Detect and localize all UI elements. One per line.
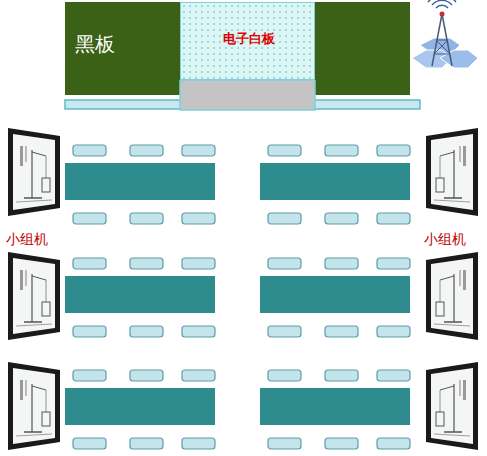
- blackboard-base: [65, 78, 420, 110]
- group-monitors: [8, 128, 478, 450]
- board-label: 电子白板: [223, 31, 275, 47]
- group-computer-label: 小组机: [6, 231, 48, 248]
- electronic-whiteboard: 电子白板: [180, 2, 315, 80]
- tables: [65, 145, 410, 449]
- wireless-tower: [412, 0, 478, 68]
- group-computer-label: 小组机: [424, 231, 466, 248]
- blackboard: 黑板 电子白板: [65, 2, 410, 80]
- board-label: 黑板: [75, 32, 115, 56]
